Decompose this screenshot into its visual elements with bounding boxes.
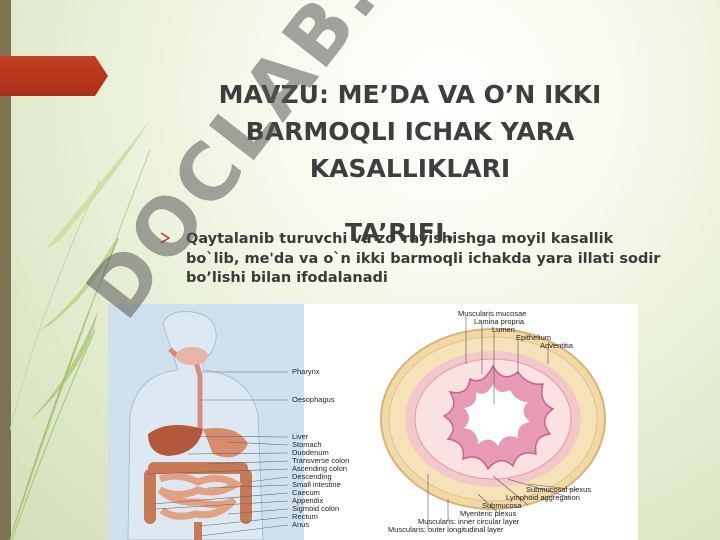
label-liver: Liver	[292, 432, 309, 441]
label-appendix: Appendix	[292, 496, 324, 505]
anatomy-figure: Pharynx Oesophagus Liver Stomach Duodenu…	[108, 304, 638, 540]
label-rectum: Rectum	[292, 512, 318, 521]
label-transverse-colon: Transverse colon	[292, 456, 350, 465]
label-caecum: Caecum	[292, 488, 320, 497]
label-sigmoid-colon: Sigmoid colon	[292, 504, 340, 513]
slide-subtitle: TA’RIFI.	[345, 218, 456, 247]
label-submucosal-plexus: Submucosal plexus	[526, 485, 592, 494]
label-lamina-propria: Lamina propria	[474, 317, 525, 326]
label-stomach: Stomach	[292, 440, 322, 449]
digestive-system-diagram: Pharynx Oesophagus Liver Stomach Duodenu…	[108, 304, 378, 540]
label-ascending-colon: Ascending colon	[292, 464, 348, 473]
label-outer-longitudinal-layer: Muscularis: outer longitudinal layer	[388, 525, 504, 534]
label-myenteric-plexus: Myenteric plexus	[460, 509, 517, 518]
definition-text: Qaytalanib turuvchi va zo`rayishishga mo…	[186, 231, 661, 286]
label-adventitia: Adventitia	[540, 341, 573, 350]
label-lymphoid-aggregation: Lymphoid aggregation	[506, 493, 580, 502]
label-descending: Descending	[292, 472, 332, 481]
label-small-intestine: Small intestine	[292, 480, 341, 489]
slide-title: MAVZU: ME’DA VA O’N IKKI BARMOQLI ICHAK …	[218, 80, 602, 183]
red-arrow-banner	[0, 56, 108, 96]
label-inner-circular-layer: Muscularis: inner circular layer	[418, 517, 520, 526]
label-lumen: Lumen	[492, 325, 515, 334]
intestine-cross-section: Muscularis mucosae Lamina propria Lumen …	[378, 304, 638, 540]
arrow-bullet-icon	[160, 232, 172, 246]
label-pharynx: Pharynx	[292, 367, 320, 376]
label-oesophagus: Oesophagus	[292, 395, 335, 404]
label-submucosa: Submucosa	[482, 501, 522, 510]
label-muscularis-mucosae: Muscularis mucosae	[458, 309, 527, 318]
label-epithelium: Epithelium	[516, 333, 552, 342]
label-duodenum: Duodenum	[292, 448, 329, 457]
label-anus: Anus	[292, 520, 310, 529]
left-accent-bar	[0, 0, 11, 540]
